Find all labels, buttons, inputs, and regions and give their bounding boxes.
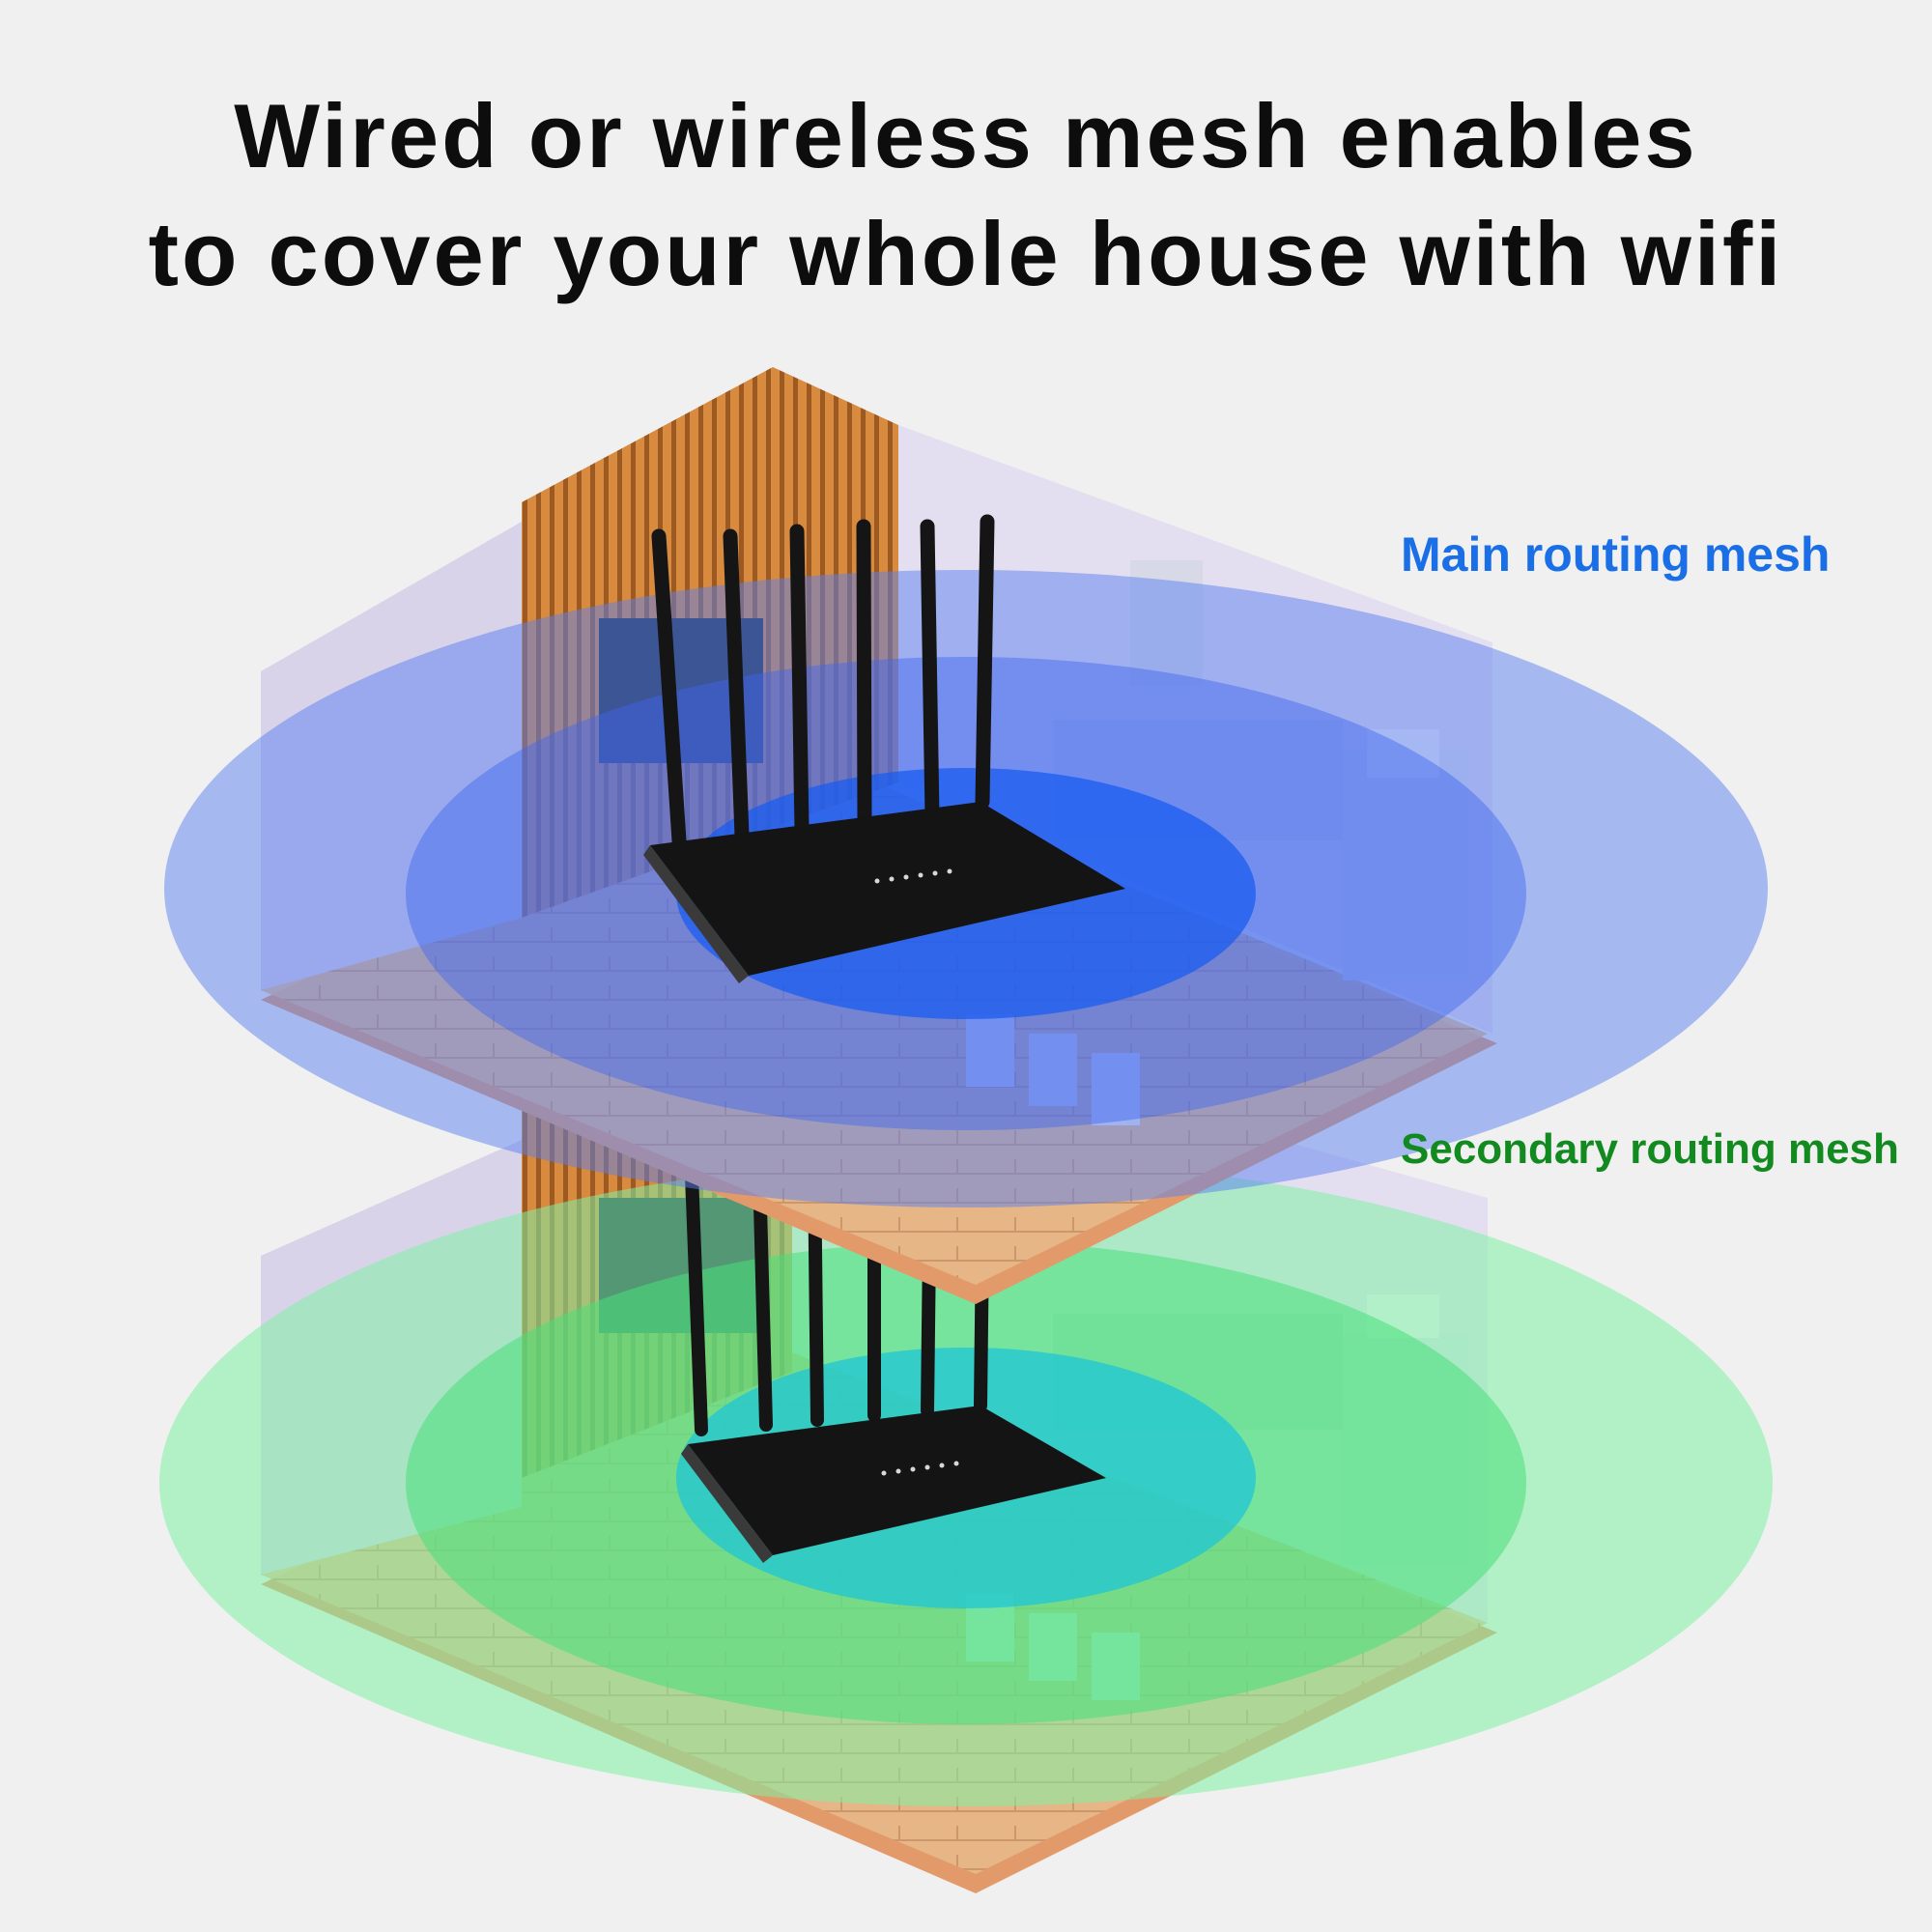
main-router <box>643 514 1125 983</box>
headline-line-1: Wired or wireless mesh enables <box>234 85 1698 186</box>
secondary-router-leds <box>881 1461 959 1476</box>
secondary-router-body <box>688 1406 1106 1555</box>
secondary-router-side <box>681 1444 773 1563</box>
headline-line-2: to cover your whole house with wifi <box>148 203 1784 304</box>
secondary-routing-mesh-label: Secondary routing mesh <box>1401 1125 1899 1173</box>
main-router-side <box>643 845 749 983</box>
main-routing-mesh-label: Main routing mesh <box>1401 527 1831 582</box>
main-router-body <box>650 802 1125 976</box>
headline: Wired or wireless mesh enables to cover … <box>0 77 1932 313</box>
secondary-router <box>681 1152 1106 1563</box>
main-router-leds <box>874 868 952 884</box>
main-router-antennas <box>651 514 995 848</box>
